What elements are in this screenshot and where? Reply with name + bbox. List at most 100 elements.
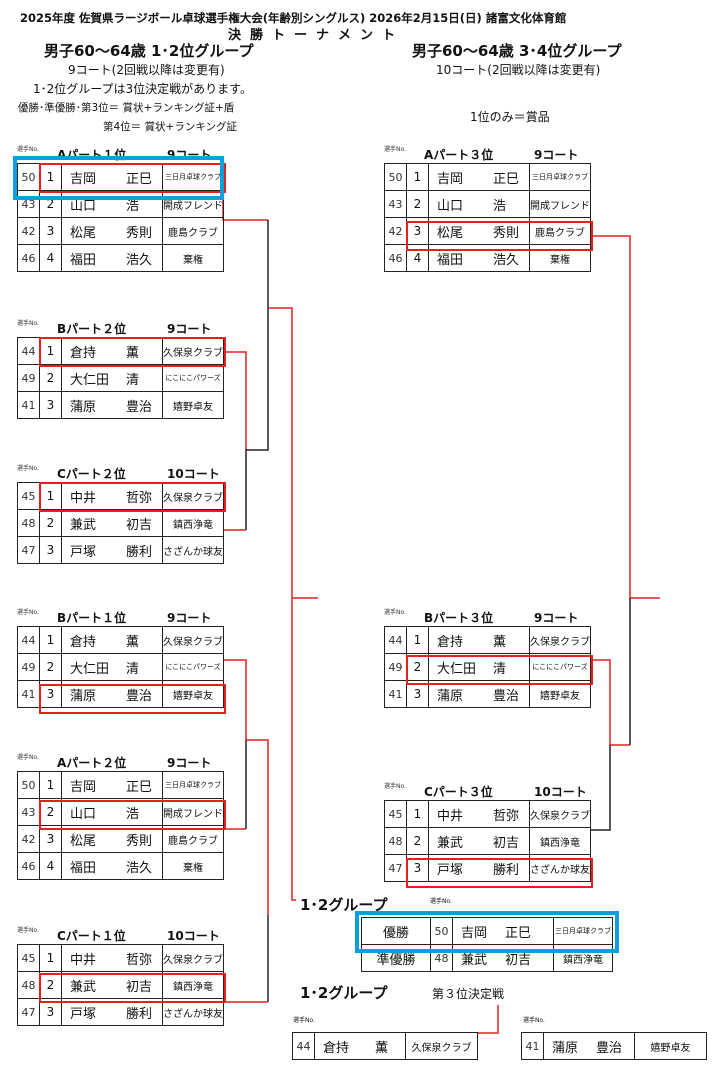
player-no: 50 xyxy=(17,771,40,799)
sel-label: 選手No. xyxy=(523,1017,545,1024)
club: 久保泉クラブ xyxy=(162,944,224,972)
club: 久保泉クラブ xyxy=(162,482,224,510)
table-row: 47 3 戸塚勝利 さざんか球友 xyxy=(384,854,591,882)
player-no: 48 xyxy=(384,827,407,855)
given-name: 哲弥 xyxy=(126,952,153,968)
club: 嬉野卓友 xyxy=(634,1032,707,1060)
player-no: 42 xyxy=(384,217,407,245)
given-name: 勝利 xyxy=(126,1006,153,1022)
club: さざんか球友 xyxy=(162,998,224,1026)
table-row: 45 1 中井哲弥 久保泉クラブ xyxy=(17,482,224,510)
club: 久保泉クラブ xyxy=(529,626,591,654)
player-no: 44 xyxy=(17,626,40,654)
rank: 1 xyxy=(39,626,62,654)
family-name: 兼武 xyxy=(461,952,488,968)
table-row: 43 2 山口浩 開成フレンド xyxy=(17,190,224,218)
table-row: 46 4 福田浩久 棄権 xyxy=(17,852,224,880)
player-no: 46 xyxy=(17,244,40,272)
sel-label: 選手No. xyxy=(384,146,406,153)
table-row: 47 3 戸塚勝利 さざんか球友 xyxy=(17,536,224,564)
third-place-title: 1･2グループ xyxy=(300,984,388,1002)
rank: 3 xyxy=(406,680,429,708)
group-table: 選手No. Bパート３位 9コート 44 1 倉持薫 久保泉クラブ 49 2 大… xyxy=(384,610,593,708)
given-name: 正巳 xyxy=(493,171,520,187)
rank: 3 xyxy=(39,825,62,853)
left-group-title: 男子60〜64歳 1･2位グループ xyxy=(44,42,254,60)
family-name: 福田 xyxy=(70,860,97,876)
right-group-prize: 1位のみ＝賞品 xyxy=(470,110,550,124)
table-row: 41 3 蒲原豊治 嬉野卓友 xyxy=(17,680,224,708)
family-name: 山口 xyxy=(70,198,97,214)
left-group-court: 9コート(2回戦以降は変更有) xyxy=(68,63,225,77)
given-name: 勝利 xyxy=(493,862,520,878)
rank: 2 xyxy=(406,190,429,218)
given-name: 秀則 xyxy=(493,225,520,241)
given-name: 薫 xyxy=(126,634,140,650)
family-name: 戸塚 xyxy=(70,1006,97,1022)
rank: 3 xyxy=(39,680,62,708)
table-row: 43 2 山口浩 開成フレンド xyxy=(384,190,591,218)
given-name: 正巳 xyxy=(126,779,153,795)
player-no: 43 xyxy=(17,798,40,826)
given-name: 正巳 xyxy=(126,171,153,187)
rank: 3 xyxy=(406,854,429,882)
table-row: 44 1 倉持薫 久保泉クラブ xyxy=(384,626,591,654)
part-label: Cパート１位 xyxy=(57,929,126,943)
family-name: 中井 xyxy=(70,952,97,968)
table-row: 49 2 大仁田清 にこにこパワーズ xyxy=(17,364,224,392)
player-no: 45 xyxy=(17,482,40,510)
left-group-prize2: 第4位＝ 賞状+ランキング証 xyxy=(103,121,238,133)
table-row: 43 2 山口浩 開成フレンド xyxy=(17,798,224,826)
rank: 2 xyxy=(39,364,62,392)
sel-label: 選手No. xyxy=(293,1017,315,1024)
player-no: 44 xyxy=(292,1032,315,1060)
club: 嬉野卓友 xyxy=(162,391,224,419)
club: 久保泉クラブ xyxy=(529,800,591,828)
rank: 1 xyxy=(406,163,429,191)
family-name: 大仁田 xyxy=(70,372,110,388)
table-row: 48 2 兼武初吉 鎮西浄竜 xyxy=(17,509,224,537)
given-name: 浩久 xyxy=(493,252,520,268)
part-label: Bパート１位 xyxy=(57,611,127,625)
court-label: 9コート xyxy=(534,611,579,625)
family-name: 福田 xyxy=(437,252,464,268)
part-label: Aパート１位 xyxy=(57,148,127,162)
player-no: 48 xyxy=(17,509,40,537)
rank: 1 xyxy=(39,771,62,799)
family-name: 大仁田 xyxy=(437,661,477,677)
family-name: 戸塚 xyxy=(437,862,464,878)
given-name: 豊治 xyxy=(126,399,153,415)
family-name: 吉岡 xyxy=(70,779,97,795)
rank: 3 xyxy=(406,217,429,245)
table-row: 48 2 兼武初吉 鎮西浄竜 xyxy=(384,827,591,855)
family-name: 松尾 xyxy=(437,225,464,241)
sel-label: 選手No. xyxy=(17,320,39,327)
part-label: Cパート３位 xyxy=(424,785,493,799)
given-name: 豊治 xyxy=(493,688,520,704)
given-name: 薫 xyxy=(493,634,507,650)
table-row: 50 1 吉岡正巳 三日月卓球クラブ xyxy=(17,771,224,799)
family-name: 蒲原 xyxy=(70,399,97,415)
player-no: 48 xyxy=(430,944,453,972)
club: にこにこパワーズ xyxy=(162,364,224,392)
player-no: 49 xyxy=(17,364,40,392)
club: 鎮西浄竜 xyxy=(529,827,591,855)
club: 棄権 xyxy=(529,244,591,272)
given-name: 勝利 xyxy=(126,544,153,560)
family-name: 福田 xyxy=(70,252,97,268)
final-sel-label: 選手No. xyxy=(430,898,452,905)
family-name: 倉持 xyxy=(323,1040,350,1056)
family-name: 兼武 xyxy=(437,835,464,851)
group-table: 選手No. Cパート２位 10コート 45 1 中井哲弥 久保泉クラブ 48 2… xyxy=(17,466,226,564)
sel-label: 選手No. xyxy=(384,609,406,616)
rank: 1 xyxy=(39,944,62,972)
club: 開成フレンド xyxy=(162,190,224,218)
rank: 2 xyxy=(406,827,429,855)
rank: 2 xyxy=(39,798,62,826)
rank: 1 xyxy=(39,163,62,191)
sel-label: 選手No. xyxy=(17,927,39,934)
part-label: Aパート２位 xyxy=(57,756,127,770)
